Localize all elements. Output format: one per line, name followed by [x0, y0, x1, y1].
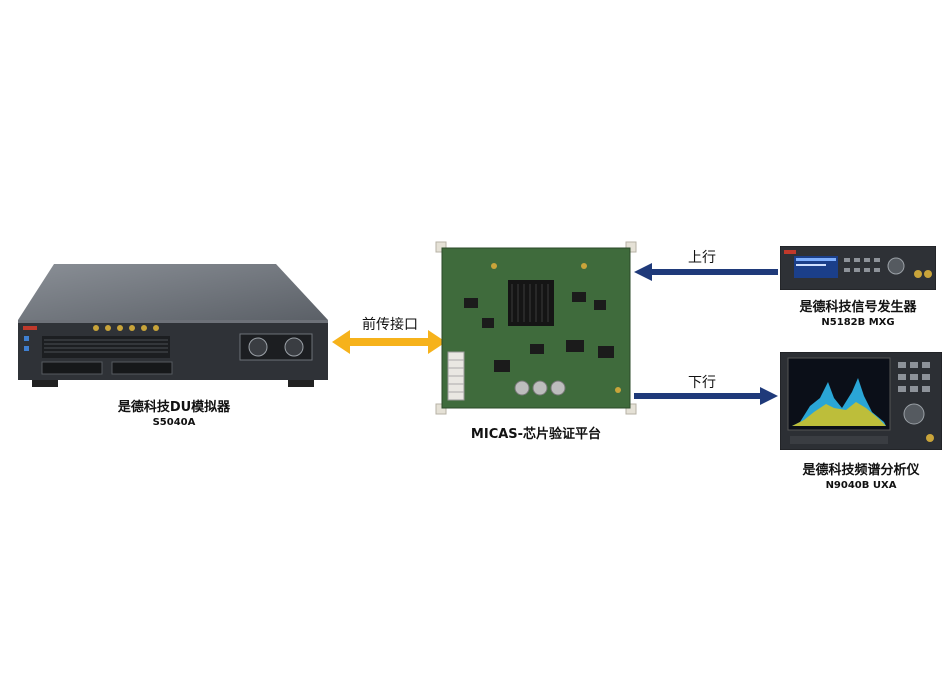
signal-generator-model: N5182B MXG — [821, 317, 895, 328]
signal-generator-name: 是德科技信号发生器 — [799, 300, 917, 315]
du-emulator-device — [18, 264, 328, 387]
spectrum-analyzer-label: 是德科技频谱分析仪 N9040B UXA — [778, 463, 944, 492]
du-emulator-name: 是德科技DU模拟器 — [117, 400, 231, 415]
uplink-label: 上行 — [688, 250, 716, 266]
uplink-arrow — [634, 263, 778, 281]
du-emulator-label: 是德科技DU模拟器 S5040A — [94, 400, 254, 429]
chip-platform-board — [435, 241, 637, 415]
signal-generator-label: 是德科技信号发生器 N5182B MXG — [778, 300, 938, 329]
spectrum-analyzer-model: N9040B UXA — [825, 480, 897, 491]
du-emulator-model: S5040A — [152, 417, 196, 428]
spectrum-analyzer-name: 是德科技频谱分析仪 — [802, 463, 920, 478]
fronthaul-label: 前传接口 — [362, 317, 418, 333]
fronthaul-arrow — [332, 330, 446, 354]
downlink-label: 下行 — [688, 375, 716, 391]
downlink-arrow — [634, 387, 778, 405]
chip-platform-label: MICAS-芯片验证平台 — [470, 427, 602, 442]
signal-generator-device — [780, 246, 936, 290]
spectrum-analyzer-device — [780, 352, 942, 450]
